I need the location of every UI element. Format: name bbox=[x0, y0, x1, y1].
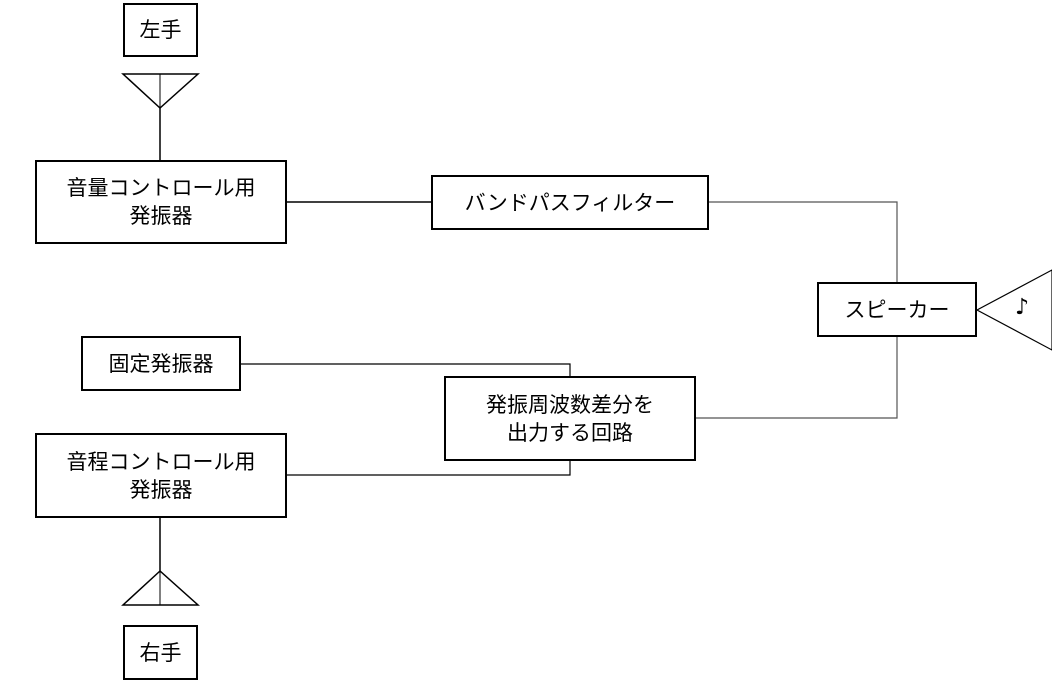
band-pass-filter-label: バンドパスフィルター bbox=[464, 190, 676, 215]
left-hand-label: 左手 bbox=[139, 18, 182, 42]
right-hand-label: 右手 bbox=[139, 640, 182, 665]
pitch-oscillator-box: 音程コントロール用 発振器 bbox=[35, 433, 287, 518]
fixed-oscillator-label: 固定発振器 bbox=[108, 351, 214, 376]
volume-oscillator-label-line2: 発振器 bbox=[129, 204, 193, 228]
volume-oscillator-label-line1: 音量コントロール用 bbox=[66, 176, 256, 200]
wire-filter-to-speaker bbox=[709, 201, 898, 282]
pitch-oscillator-label-line2: 発振器 bbox=[129, 477, 193, 502]
band-pass-filter-box: バンドパスフィルター bbox=[431, 175, 709, 230]
wire-fixed-to-circuit bbox=[241, 363, 571, 376]
right-hand-box: 右手 bbox=[123, 625, 198, 680]
left-antenna-icon bbox=[121, 73, 200, 160]
speaker-label: スピーカー bbox=[844, 297, 950, 322]
volume-oscillator-box: 音量コントロール用 発振器 bbox=[35, 160, 287, 244]
fixed-oscillator-box: 固定発振器 bbox=[81, 336, 241, 391]
right-antenna-icon bbox=[121, 518, 200, 606]
difference-circuit-label-line2: 出力する回路 bbox=[507, 420, 633, 445]
pitch-oscillator-label-line1: 音程コントロール用 bbox=[66, 449, 256, 474]
wire-pitch-to-circuit bbox=[287, 461, 571, 476]
speaker-box: スピーカー bbox=[817, 282, 977, 337]
left-hand-box: 左手 bbox=[123, 3, 198, 57]
wire-circuit-to-speaker bbox=[696, 337, 898, 419]
difference-circuit-box: 発振周波数差分を 出力する回路 bbox=[444, 376, 696, 461]
speaker-cone-icon bbox=[975, 269, 1052, 351]
difference-circuit-label-line1: 発振周波数差分を bbox=[486, 392, 654, 417]
music-note-icon: ♪ bbox=[1015, 295, 1030, 320]
